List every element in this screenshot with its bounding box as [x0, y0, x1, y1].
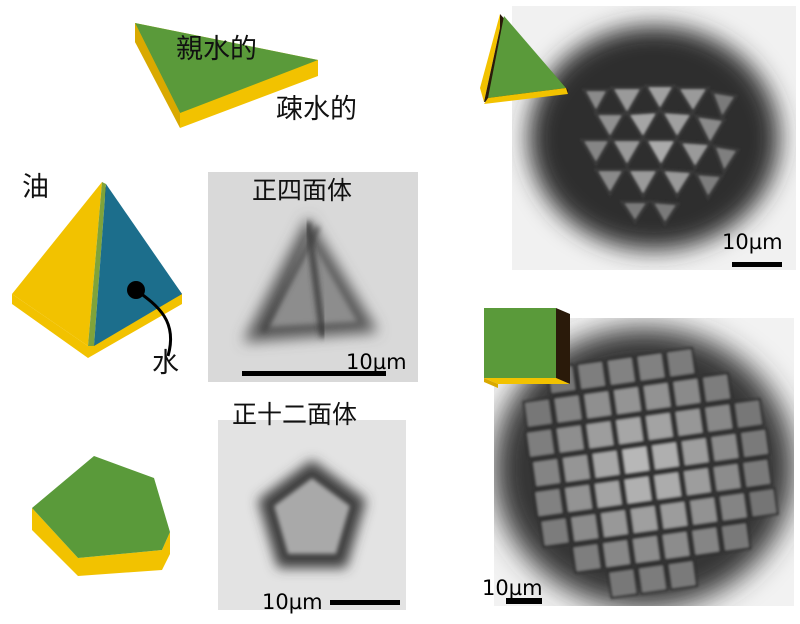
cube-particle [581, 389, 614, 421]
cube-particle [592, 478, 625, 511]
cube-particle [575, 359, 608, 392]
cube-particle [709, 431, 741, 464]
tetrahedron-micrograph [208, 172, 418, 382]
cube-particle [539, 516, 571, 548]
cube-particle [711, 461, 743, 494]
cube-particle [635, 351, 667, 383]
cube-particle [671, 376, 703, 409]
water-label: 水 [152, 348, 179, 379]
tetrahedron-scale-bar [242, 371, 386, 376]
cube-particle [630, 533, 663, 566]
tetrahedron-title: 正四面体 [252, 176, 353, 205]
cube-particle [679, 435, 712, 468]
cube-particle [598, 507, 631, 540]
tetra-assembly-scale-bar [732, 262, 782, 267]
cube-assembly-scale-bar [506, 598, 542, 604]
tetrahedron-icon [8, 176, 198, 376]
cube-particle [738, 427, 771, 460]
cube-particle [741, 457, 773, 490]
cube-particle [600, 537, 633, 570]
cube-particle [666, 558, 699, 591]
cube-particle [584, 418, 616, 451]
pentagon-prism-icon [26, 450, 176, 582]
cube-particle [530, 456, 563, 489]
cube-particle [605, 355, 638, 388]
cube-particle [660, 529, 692, 562]
cube-particle [552, 393, 584, 425]
cube-particle [571, 542, 603, 574]
hydrophobic-label: 疎水的 [276, 94, 357, 125]
triangle-prism-icon [130, 18, 325, 133]
cube-particle [533, 486, 565, 519]
cube-particle [649, 440, 682, 472]
cube-particle [628, 503, 660, 536]
cube-particle [747, 486, 779, 519]
cube-particle [636, 563, 669, 595]
cube-particle [562, 482, 595, 515]
cube-particle [554, 423, 587, 455]
dodecahedron-scale-bar [330, 600, 400, 605]
cube-particle [590, 448, 622, 481]
cube-particle [641, 380, 673, 413]
dodecahedron-scale-label: 10µm [262, 590, 323, 614]
cube-assembly-scale-label: 10µm [482, 576, 543, 600]
cube-particle [522, 397, 555, 429]
cube-particle [700, 372, 733, 404]
cube-particle [651, 470, 684, 502]
cube-particle [613, 414, 646, 447]
oil-label: 油 [22, 172, 49, 203]
hydrophilic-label: 親水的 [176, 34, 257, 65]
tetra-corner-icon [476, 10, 572, 106]
cube-particle [702, 402, 735, 434]
cube-particle [732, 398, 765, 430]
cube-particle [643, 410, 676, 443]
cube-particle [687, 495, 720, 527]
tetra-assembly-scale-label: 10µm [722, 230, 783, 254]
cube-particle [664, 347, 697, 379]
cube-particle [560, 452, 593, 485]
cube-particle [673, 406, 705, 439]
cube-particle [620, 444, 652, 476]
cube-particle [689, 525, 722, 557]
cube-particle [658, 499, 690, 532]
cube-particle [524, 427, 557, 459]
tetrahedron-scale-label: 10µm [346, 350, 407, 374]
cube-particle [717, 491, 750, 523]
dodecahedron-micrograph [218, 420, 406, 610]
cube-particle [611, 384, 644, 417]
cube-particle [719, 521, 752, 553]
cube-particle [681, 465, 714, 498]
cube-particle [606, 567, 639, 599]
tetrahedra-assembly-micrograph [512, 6, 796, 270]
dodecahedron-title: 正十二面体 [232, 400, 358, 429]
cube-particle [568, 512, 601, 544]
cube-particle [622, 474, 654, 506]
cube-icon [480, 304, 576, 392]
